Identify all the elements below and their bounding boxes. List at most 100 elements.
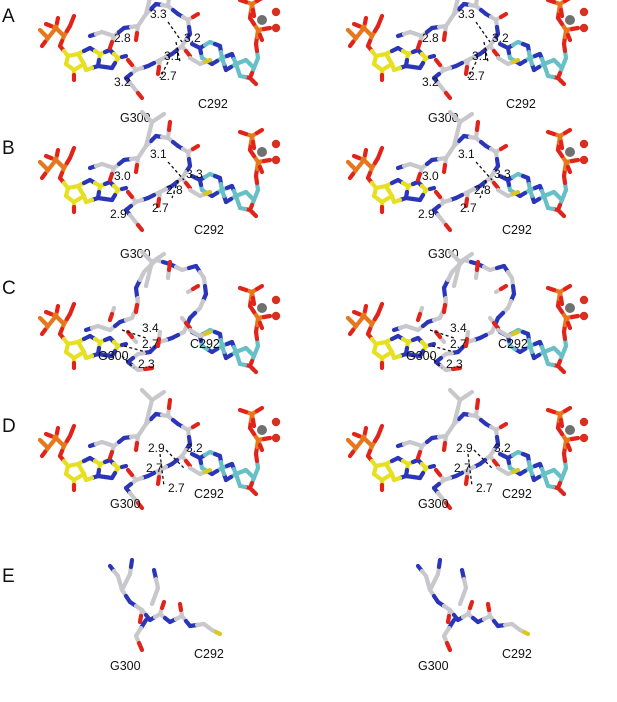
hydrogen-bond-line	[429, 355, 443, 369]
distance-label: 2.7	[142, 337, 159, 351]
water-molecule	[271, 23, 281, 33]
residue-label: C292	[498, 337, 528, 351]
residue-label: C292	[194, 223, 224, 237]
distance-label: 3.2	[114, 75, 131, 89]
panel-label: E	[2, 566, 15, 587]
distance-label: 2.9	[456, 441, 473, 455]
distance-label: 3.3	[494, 167, 511, 181]
metal-ion	[565, 147, 575, 157]
water-molecule	[579, 417, 589, 427]
residue-label: G300	[110, 659, 141, 673]
stereo-view-left: 3.4 2.7 2.3 G300 C292	[37, 249, 281, 375]
distance-label: 3.4	[142, 321, 159, 335]
hydrogen-bond-line	[475, 21, 491, 43]
distance-label: 3.3	[150, 7, 167, 21]
metal-ion	[565, 303, 575, 313]
metal-ion	[565, 425, 575, 435]
distance-label: 3.2	[184, 31, 201, 45]
water-molecule	[579, 7, 589, 17]
distance-label: 3.0	[114, 169, 131, 183]
hydrogen-bond-line	[429, 329, 455, 339]
distance-label: 2.7	[160, 69, 177, 83]
panel-label: B	[2, 138, 15, 159]
distance-label: 3.4	[450, 321, 467, 335]
distance-label: 2.3	[446, 357, 463, 371]
residue-label: C292	[198, 97, 228, 111]
panel-label: A	[2, 6, 15, 27]
hydrogen-bond-line	[123, 345, 147, 353]
hydrogen-bond-line	[165, 449, 185, 469]
water-molecule	[271, 295, 281, 305]
residue-label: G300	[418, 659, 449, 673]
hydrogen-bond-line	[475, 161, 493, 181]
residue-label: C292	[502, 223, 532, 237]
distance-label: 3.1	[164, 49, 181, 63]
hydrogen-bond-line	[121, 329, 147, 339]
distance-label: 2.8	[166, 183, 183, 197]
hydrogen-bond-line	[167, 161, 185, 181]
distance-label: 3.3	[186, 167, 203, 181]
hydrogen-bond-line	[167, 21, 183, 43]
water-molecule	[271, 7, 281, 17]
stereo-view-right: 3.4 2.7 2.3 G300 C292	[345, 249, 589, 375]
distance-label: 3.2	[422, 75, 439, 89]
hydrogen-bond-line	[467, 61, 477, 79]
residue-label: C292	[190, 337, 220, 351]
distance-label: 2.9	[418, 207, 435, 221]
distance-label: 2.8	[422, 31, 439, 45]
hydrogen-bond-line	[175, 41, 181, 63]
water-molecule	[271, 433, 281, 443]
distance-label: 3.2	[494, 441, 511, 455]
distance-label: 2.7	[454, 461, 471, 475]
metal-ion	[565, 15, 575, 25]
distance-label: 2.8	[474, 183, 491, 197]
hydrogen-bond-line	[483, 41, 489, 63]
distance-label: 2.9	[148, 441, 165, 455]
water-molecule	[579, 155, 589, 165]
distance-label: 3.1	[458, 147, 475, 161]
hydrogen-bond-line	[159, 61, 169, 79]
residue-label: G300	[98, 349, 129, 363]
panel-label: D	[2, 416, 16, 437]
stereo-view-left: G300 C292	[107, 557, 224, 673]
distance-label: 2.3	[138, 357, 155, 371]
distance-label: 2.7	[152, 201, 169, 215]
panel-label: C	[2, 278, 16, 299]
residue-label: C292	[194, 647, 224, 661]
water-molecule	[579, 139, 589, 149]
distance-label: 2.7	[468, 69, 485, 83]
residue-label: C292	[506, 97, 536, 111]
distance-label: 3.2	[186, 441, 203, 455]
distance-label: 3.3	[458, 7, 475, 21]
residue-label: C292	[502, 487, 532, 501]
hydrogen-bond-line	[473, 449, 493, 469]
residue-label: G300	[110, 497, 141, 511]
distance-label: 3.2	[492, 31, 509, 45]
metal-ion	[257, 147, 267, 157]
water-molecule	[271, 155, 281, 165]
water-molecule	[579, 311, 589, 321]
metal-ion	[257, 425, 267, 435]
hydrogen-bond-line	[121, 355, 135, 369]
water-molecule	[579, 295, 589, 305]
residue-label: G300	[406, 349, 437, 363]
distance-label: 2.7	[476, 481, 493, 495]
residue-label: C292	[502, 647, 532, 661]
water-molecule	[271, 139, 281, 149]
stereo-view-right: G300 C292	[415, 557, 532, 673]
distance-label: 2.7	[450, 337, 467, 351]
water-molecule	[579, 23, 589, 33]
distance-label: 3.1	[150, 147, 167, 161]
distance-label: 3.0	[422, 169, 439, 183]
residue-label: G300	[418, 497, 449, 511]
distance-label: 2.7	[146, 461, 163, 475]
distance-label: 2.8	[114, 31, 131, 45]
distance-label: 2.7	[168, 481, 185, 495]
water-molecule	[579, 433, 589, 443]
